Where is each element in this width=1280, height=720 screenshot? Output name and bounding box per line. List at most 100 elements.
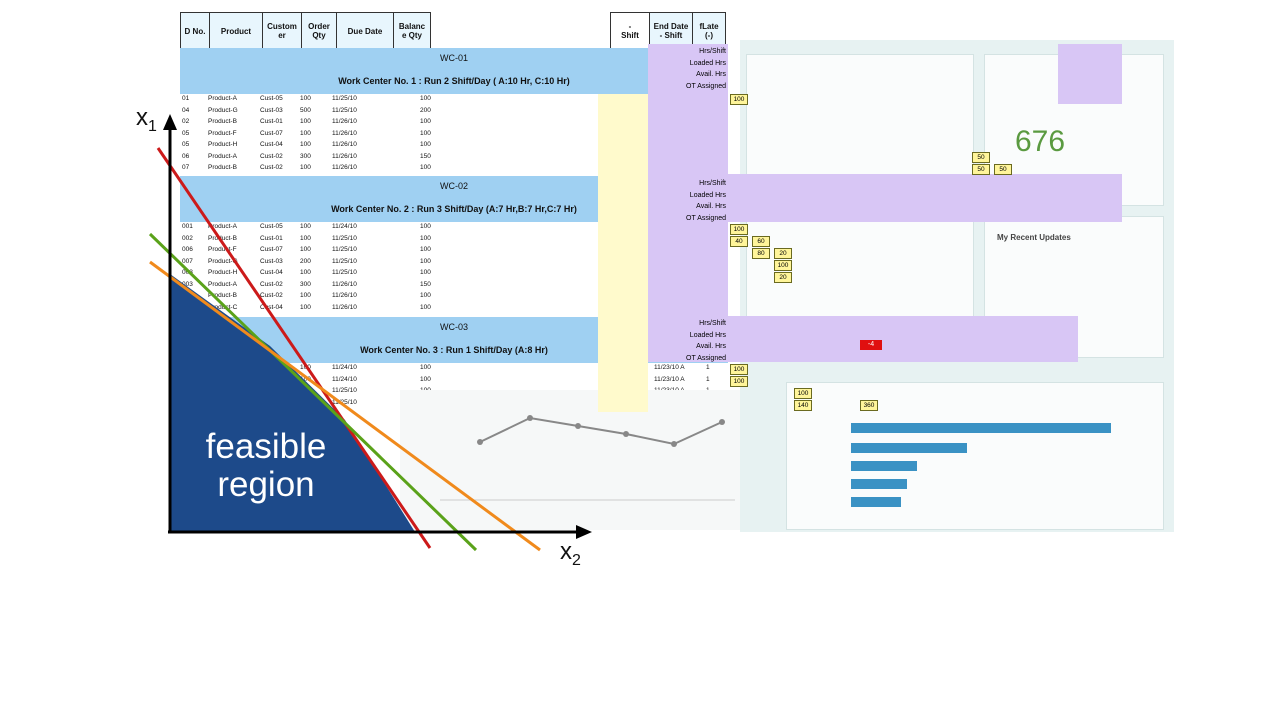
table-cell: 100 [300,246,311,253]
constraint-line-green [148,232,478,552]
updates-heading: My Recent Updates [997,233,1071,242]
label-loaded-hrs: Loaded Hrs [689,191,726,199]
capacity-block-wc3 [648,316,1078,362]
table-cell: Product-B [208,234,237,242]
table-cell: Cust-02 [260,164,283,171]
wc1-cell: 50 [972,152,990,163]
wc1-title: Work Center No. 1 : Run 2 Shift/Day ( A:… [338,76,570,86]
wc3-row-labels: Hrs/Shift Loaded Hrs Avail. Hrs OT Assig… [660,318,726,364]
table-cell: 007 [182,257,193,265]
label-avail-hrs: Avail. Hrs [696,71,726,78]
table-cell: 11/25/10 [332,106,357,114]
table-cell: 11/25/10 [332,387,357,394]
table-cell: Product-B [208,164,237,171]
table-cell: 11/25/10 [332,269,357,276]
x2-axis-label: x2 [560,538,581,570]
table-cell: Product-A [208,95,237,102]
table-cell: Product-F [208,129,237,137]
table-cell: 11/23/10 A [654,375,685,383]
wc2-cell: 60 [752,236,770,247]
x2-label-subscript: 2 [572,551,581,569]
table-cell: 11/26/10 [332,152,357,160]
table-cell: 150 [420,152,431,160]
table-cell: 002 [182,234,193,242]
table-cell: 100 [420,269,431,276]
wc3-cell: 100 [730,376,748,387]
wc1-cell: 50 [972,164,990,175]
table-cell: 11/26/10 [332,129,357,137]
table-cell: 1 [706,375,710,383]
table-cell: Product-A [208,223,237,230]
table-cell: 11/26/10 [332,280,357,288]
x2-label-text: x [560,538,572,565]
x1-axis-label: x1 [136,104,157,136]
table-cell: 100 [420,129,431,137]
wc3-cell: 360 [860,400,878,411]
table-cell: 01 [182,95,190,102]
feasible-region [170,274,415,532]
constraint-line-red [156,147,432,549]
table-cell: Product-B [208,292,237,299]
table-cell: Product-G [208,106,238,114]
header-customer: Custom er [262,12,302,50]
wc2-cell: 80 [752,248,770,259]
table-cell: 100 [420,95,431,102]
table-cell: 008 [182,269,193,276]
table-cell: 100 [300,95,311,102]
bar-1 [851,423,1111,433]
table-cell: Cust-02 [260,152,283,160]
table-cell: 11/25/10 [332,246,357,253]
table-cell: 100 [420,223,431,230]
label-hrs-shift: Hrs/Shift [699,180,726,187]
table-cell: 100 [420,364,431,371]
wc1-id: WC-01 [439,53,468,63]
table-cell: 11/24/10 [332,223,357,230]
wc3-cell: 100 [730,364,748,375]
table-cell: 150 [420,280,431,288]
table-cell: Cust-04 [260,303,283,311]
table-cell: 300 [300,152,311,160]
wc3-overload-cell: -4 [860,340,882,350]
label-hrs-shift: Hrs/Shift [699,320,726,327]
table-cell: 006 [182,246,193,253]
table-cell: 100 [300,292,311,299]
table-cell: 11/26/10 [332,164,357,171]
table-cell: Cust-03 [260,257,283,265]
table-cell: Product-B [208,118,237,125]
table-cell: Cust-04 [260,141,283,148]
table-cell: Cust-01 [260,118,283,125]
label-avail-hrs: Avail. Hrs [696,203,726,210]
table-cell: Cust-04 [260,269,283,276]
table-cell: 003 [182,280,193,288]
wc3-id: WC-03 [439,322,468,332]
table-cell: Cust-05 [260,223,283,230]
header-order-qty: Order Qty [301,12,337,50]
table-cell: 300 [300,280,311,288]
header-order-no: D No. [180,12,210,50]
wc2-cell: 100 [774,260,792,271]
table-cell: 06 [182,152,190,160]
wc2-cell: 40 [730,236,748,247]
label-ot-assigned: OT Assigned [686,214,726,222]
table-cell: 100 [420,375,431,383]
sheet-header-row: D No. Product Custom er Order Qty Due Da… [180,12,431,50]
table-cell: 04 [182,106,190,114]
table-cell: Cust-02 [260,292,283,299]
label-loaded-hrs: Loaded Hrs [689,59,726,67]
capacity-block-wc2 [728,174,1122,222]
table-cell: 100 [300,364,311,371]
table-cell: 100 [420,303,431,311]
table-cell: 07 [182,164,190,171]
wc2-cell: 20 [774,272,792,283]
table-cell: 02 [182,118,190,125]
table-cell: Product-H [208,141,238,148]
table-cell: 11/25/10 [332,95,357,102]
capacity-column-wc1 [648,44,728,176]
label-ot-assigned: OT Assigned [686,82,726,90]
table-cell: 100 [420,234,431,242]
table-cell: 11/26/10 [332,118,357,125]
wc2-title: Work Center No. 2 : Run 3 Shift/Day (A:7… [331,204,577,214]
region-label-line2: region [217,465,315,504]
feasible-region-label: feasible region [176,428,356,504]
